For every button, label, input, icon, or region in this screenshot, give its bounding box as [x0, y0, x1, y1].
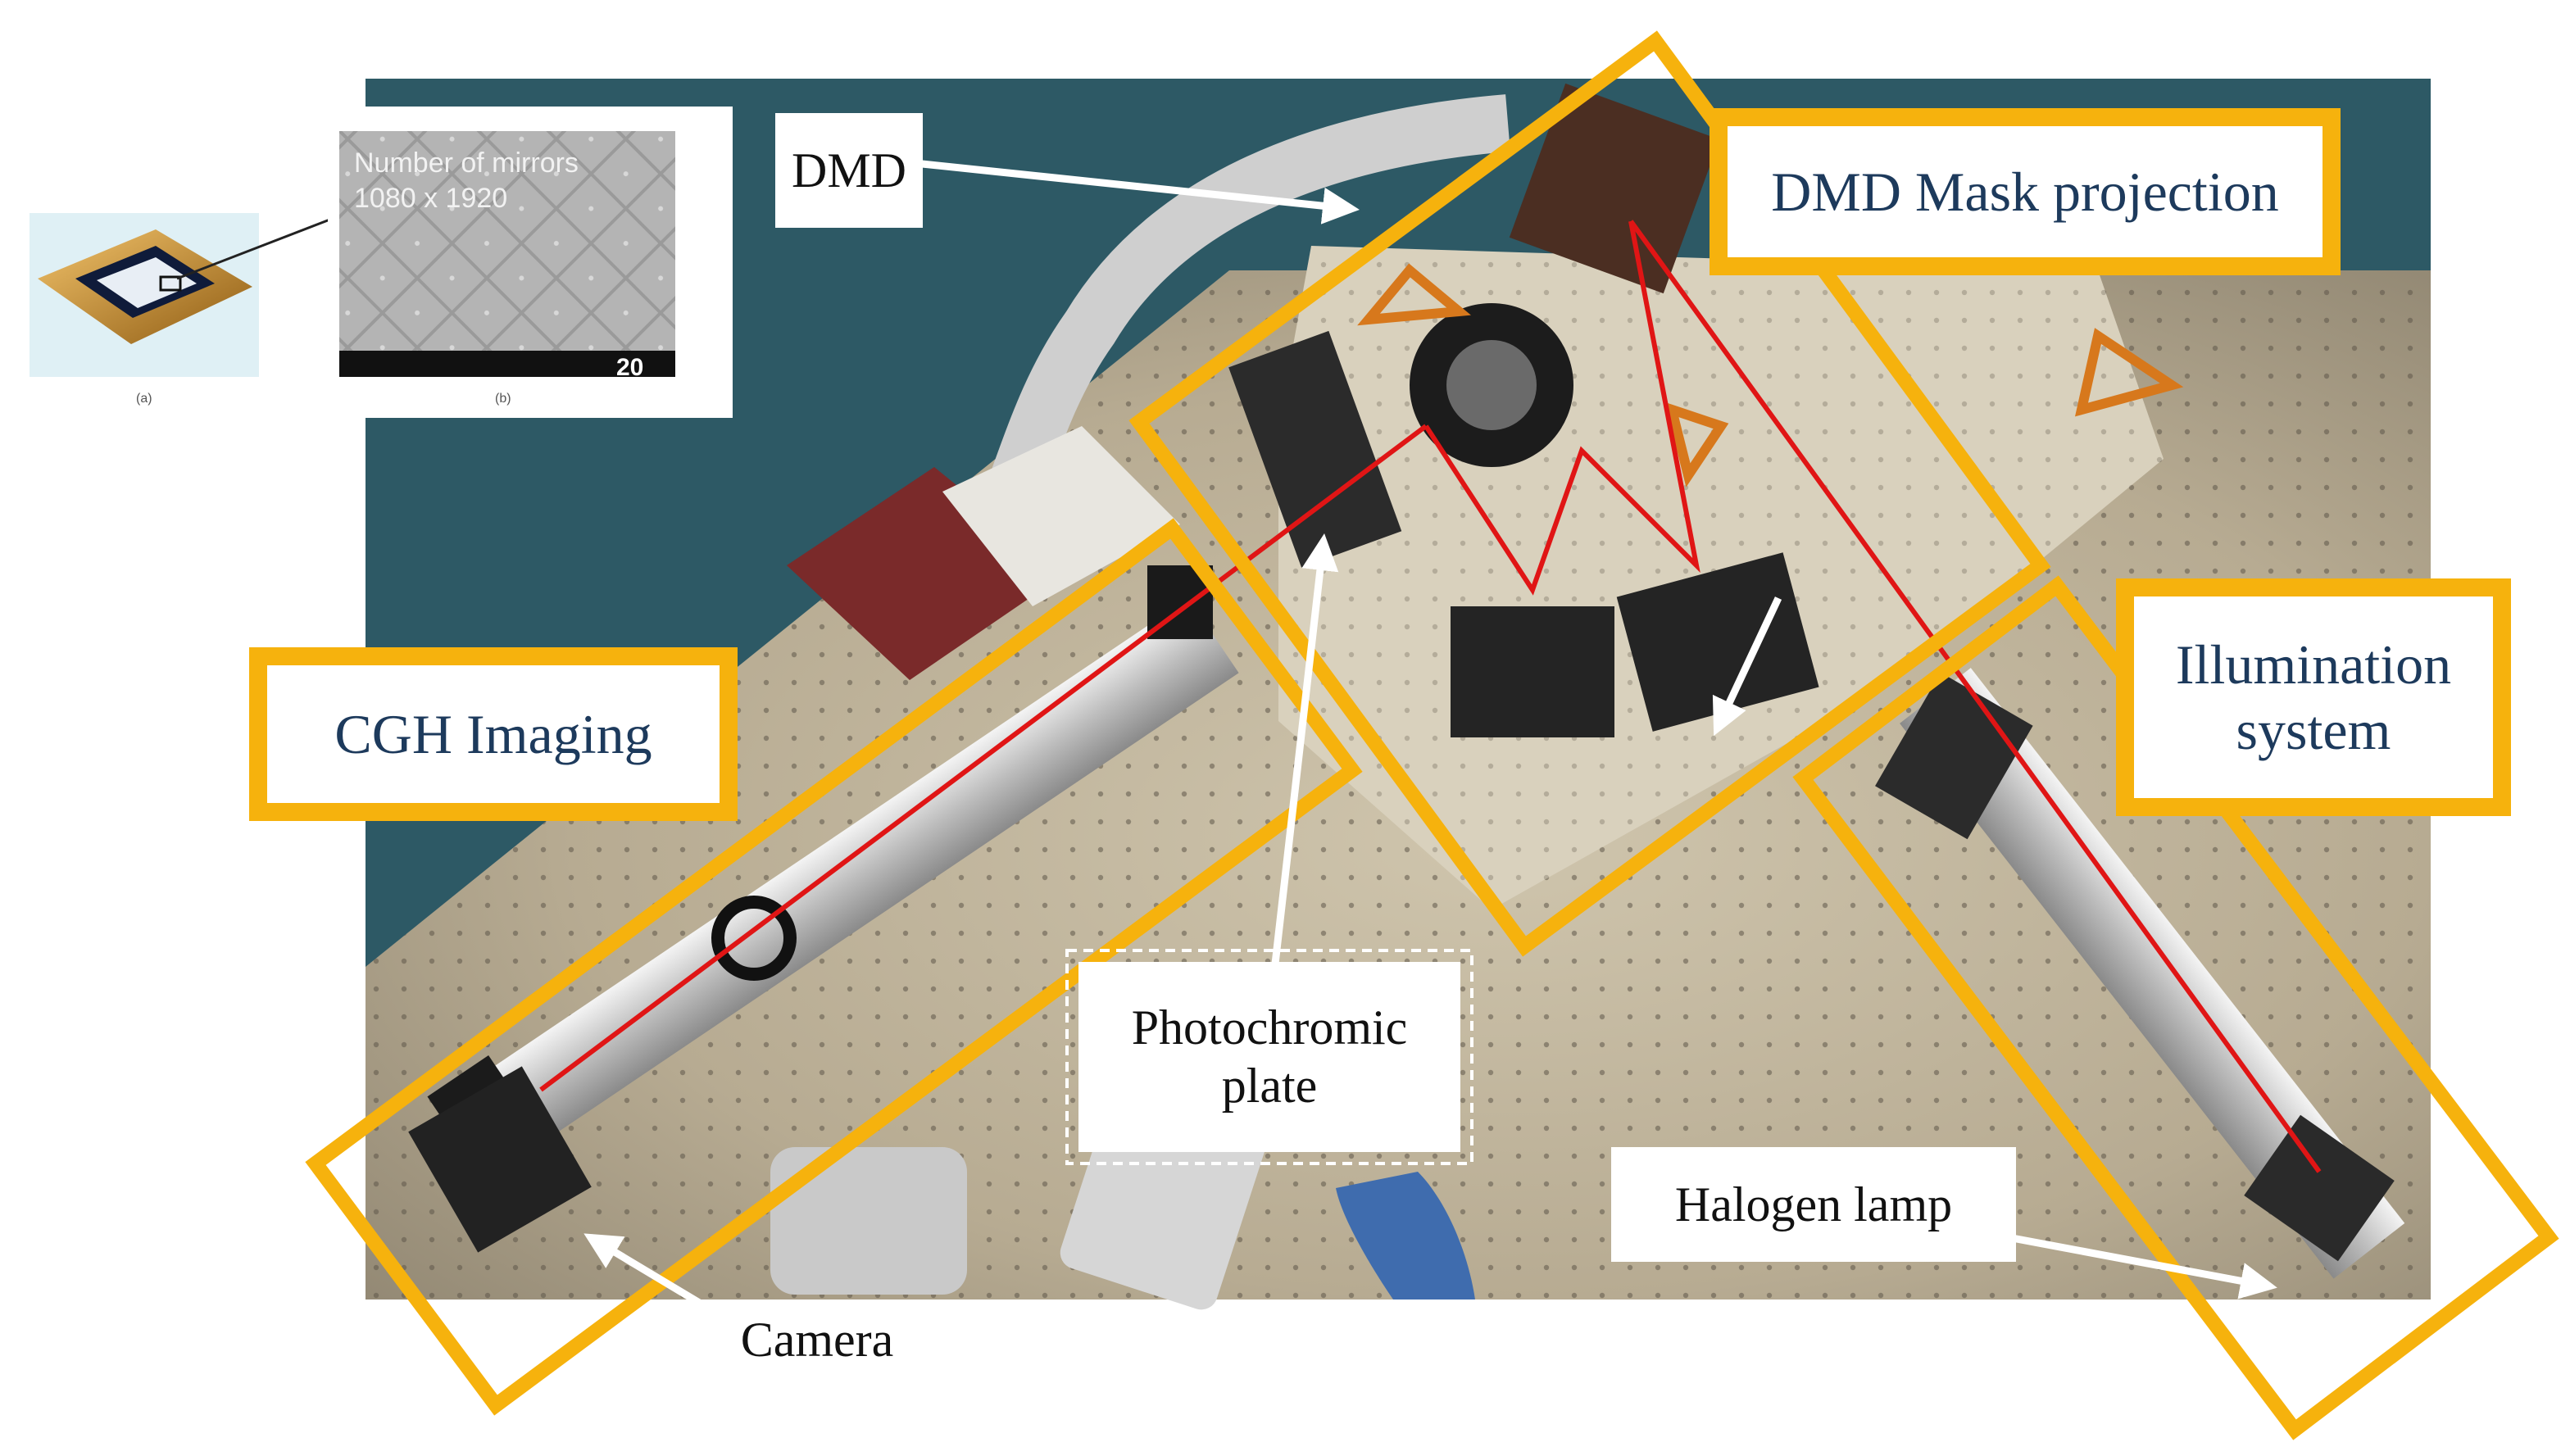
arrow-camera — [583, 1233, 715, 1314]
frame-illumination-system — [1792, 575, 2559, 1440]
mirror-count-line2: 1080 x 1920 — [354, 182, 508, 214]
operator-glove — [1336, 1172, 1475, 1300]
arrow-halogen-lamp — [2007, 1233, 2277, 1300]
mirror-micrograph-inset — [328, 107, 733, 418]
arrow-mount — [1712, 596, 1782, 737]
frame-cgh-imaging — [305, 518, 1363, 1416]
light-path — [539, 220, 2322, 1173]
dmd-chip-mirror-array — [97, 257, 197, 308]
ribbon-cable — [981, 94, 1510, 519]
setup-photograph — [366, 79, 2431, 1310]
dmd-chip-inset — [30, 213, 343, 377]
inset-caption-a: (a) — [136, 392, 152, 406]
label-illumination-line1: Illumination — [2175, 633, 2452, 696]
alignment-tape-marks — [1357, 263, 2184, 488]
micrograph-info-bar — [339, 351, 675, 377]
dmd-chip-zoom-marker — [159, 275, 182, 292]
label-camera-text: Camera — [740, 1312, 894, 1367]
micrograph-scale-value: 20 — [616, 354, 644, 381]
label-illumination-line2: system — [2236, 699, 2391, 761]
label-cgh-imaging-text: CGH Imaging — [334, 702, 652, 765]
label-photochromic-line2: plate — [1221, 1059, 1318, 1113]
beam-mask-zigzag — [1423, 220, 1700, 596]
illumination-rail — [1900, 668, 2405, 1279]
label-dmd-text: DMD — [791, 143, 906, 197]
beam-cgh-imaging — [539, 424, 1428, 1092]
paper-sheet — [942, 426, 1180, 606]
label-dmd-mask-projection-text: DMD Mask projection — [1771, 160, 2279, 223]
arrow-dmd — [921, 160, 1360, 225]
selection-rectangle — [1065, 949, 1473, 1165]
annotation-arrows — [583, 160, 2277, 1314]
label-photochromic-plate: Photochromic plate — [1078, 962, 1460, 1152]
zoom-leader-line — [176, 213, 343, 280]
label-photochromic-line1: Photochromic — [1131, 1000, 1408, 1055]
mirror-count-caption: Number of mirrors 1080 x 1920 — [354, 146, 579, 215]
label-halogen-lamp-text: Halogen lamp — [1674, 1177, 1953, 1231]
label-illumination-system: Illumination system — [2116, 578, 2511, 816]
label-dmd-mask-projection: DMD Mask projection — [1710, 108, 2341, 275]
inset-caption-b: (b) — [495, 392, 511, 406]
label-halogen-lamp: Halogen lamp — [1611, 1147, 2016, 1262]
beam-illumination — [1628, 220, 2322, 1173]
label-cgh-imaging: CGH Imaging — [249, 647, 738, 821]
optical-mounts — [408, 83, 2395, 1262]
label-camera: Camera — [706, 1303, 928, 1377]
highlight-frames — [305, 30, 2559, 1440]
mirror-count-line1: Number of mirrors — [354, 147, 579, 179]
arrow-photochromic-plate — [1270, 533, 1339, 972]
label-dmd: DMD — [775, 113, 923, 228]
frame-dmd-mask-projection — [1128, 30, 2051, 957]
mirror-micrograph — [339, 131, 675, 377]
